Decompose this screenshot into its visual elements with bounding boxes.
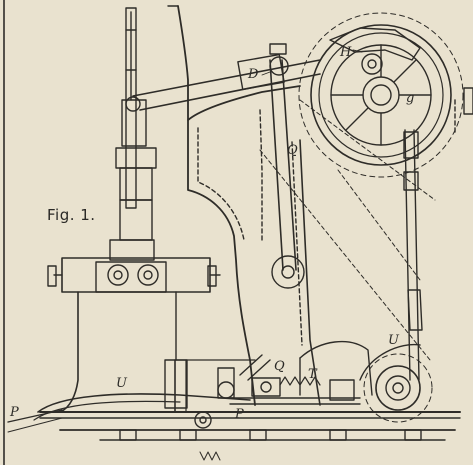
figure-caption: Fig. 1. xyxy=(47,206,96,224)
label-H: H xyxy=(340,45,352,60)
pull-rod xyxy=(259,99,436,381)
label-Q-upper: Q xyxy=(287,143,298,158)
label-D: D xyxy=(248,67,259,82)
label-T: T xyxy=(308,367,317,382)
treadle-rod xyxy=(7,343,421,433)
base-plate xyxy=(39,411,461,461)
main-frame xyxy=(167,5,321,413)
lever-linkage xyxy=(132,43,321,111)
anvil-block xyxy=(47,239,221,413)
connecting-rod xyxy=(269,59,305,289)
label-Q-lower: Q xyxy=(274,359,285,374)
plunger-guide xyxy=(115,7,157,241)
label-P-left: P xyxy=(10,405,19,420)
label-P-mid: P xyxy=(235,407,244,422)
flywheel-assembly xyxy=(298,12,473,178)
label-g: g xyxy=(406,91,415,106)
leader-lines xyxy=(261,49,363,76)
lower-mechanism xyxy=(164,340,433,429)
label-U-right: U xyxy=(388,333,399,348)
label-U-left: U xyxy=(116,376,127,391)
